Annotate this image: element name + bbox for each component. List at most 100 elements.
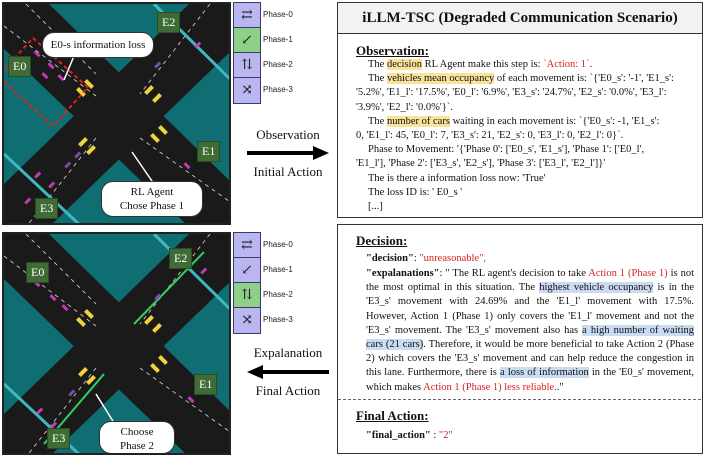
- box-title: iLLM-TSC (Degraded Communication Scenari…: [338, 3, 702, 34]
- explanation-label: Expalanation: [253, 345, 323, 360]
- final-action-sep: :: [430, 430, 439, 441]
- explanation-key: "expalanations": [366, 268, 440, 279]
- obs-line-5: The number of cars waiting in each movem…: [356, 115, 696, 129]
- observation-box: iLLM-TSC (Degraded Communication Scenari…: [337, 2, 703, 218]
- north-south-arrows-icon: ⇅: [241, 57, 253, 73]
- bottom-edge-label-e0: E0: [26, 262, 50, 283]
- phase-3-label: Phase-3: [263, 85, 293, 94]
- left-arrow-icon: [247, 365, 329, 379]
- expl-part-2: is not the most optimal in this situatio…: [366, 268, 695, 294]
- east-west-arrows-icon: ⇄: [241, 7, 253, 23]
- explanation-text: "expalanations": " The RL agent's decisi…: [366, 267, 694, 395]
- bottom-road-network: [4, 234, 229, 453]
- obs-action-value: `Action: 1`: [543, 59, 590, 70]
- info-loss-bubble: E0-s information loss: [42, 32, 154, 58]
- expl-action-1-red: Action 1 (Phase 1): [588, 268, 668, 279]
- obs-line-5-a: The: [368, 115, 387, 127]
- expl-part-5: in the 'E0_s' movement, which makes: [366, 367, 694, 393]
- expl-part-3: is in the 'E3_s' movement with 24.69% an…: [366, 282, 694, 336]
- phase-3-cell: ⤨: [234, 78, 260, 103]
- final-action-heading: Final Action:: [356, 408, 429, 423]
- info-loss-text: E0-s information loss: [50, 39, 146, 51]
- obs-line-1-c: RL Agent make this step is:: [421, 59, 544, 70]
- phase-0-label: Phase-0: [263, 10, 293, 19]
- rl-agent-bubble: RL Agent Chose Phase 1: [101, 181, 203, 217]
- final-action-line: "final_action" : "2": [366, 429, 666, 443]
- final-action-key: "final_action": [366, 430, 431, 441]
- observation-text: The decision RL Agent make this step is:…: [356, 58, 696, 214]
- final-action-value: "2": [438, 430, 453, 441]
- decision-key: "decision": [366, 253, 414, 264]
- rl-agent-text-line2: Chose Phase 1: [119, 199, 185, 212]
- decision-value: "unreasonable",: [419, 253, 486, 264]
- choose-phase-line2: Phase 2: [120, 439, 154, 452]
- bottom-edge-label-e2: E2: [169, 248, 193, 269]
- obs-line-7: Phase to Movement: '{'Phase 0': ['E0_s',…: [368, 144, 645, 156]
- obs-line-2: The vehicles mean occupancy of each move…: [356, 72, 696, 86]
- obs-line-9: The is there a information loss now: 'Tr…: [368, 172, 546, 184]
- phase-2-label: Phase-2: [263, 60, 293, 69]
- choose-phase-line1: Choose: [120, 426, 154, 438]
- phase-2-cell-bottom: ⇅: [234, 283, 260, 308]
- obs-line-8: 'E1_l'], 'Phase 2': ['E3_s', 'E2_s'], 'P…: [356, 158, 606, 170]
- phase-0-label-bottom: Phase-0: [263, 240, 293, 249]
- obs-occupancy-highlight: vehicles mean occupancy: [386, 73, 495, 85]
- top-edge-label-e2: E2: [157, 12, 181, 33]
- decision-box: Decision: "decision": "unreasonable", "e…: [337, 224, 703, 454]
- decision-line: "decision": "unreasonable",: [366, 253, 486, 264]
- expl-occupancy-highlight: highest vehicle occupancy: [539, 282, 654, 294]
- phase-2-label-bottom: Phase-2: [263, 290, 293, 299]
- rl-agent-text-line1: RL Agent: [130, 186, 174, 198]
- expl-loss-highlight: a loss of information: [500, 367, 589, 379]
- obs-decision-highlight: decision: [386, 59, 422, 70]
- obs-line-3: '5.2%', 'E1_l': '17.5%', 'E0_l': '6.9%',…: [356, 87, 667, 99]
- observation-heading: Observation:: [356, 43, 429, 58]
- obs-line-5-c: waiting in each movement is: `{'E0_s': -…: [449, 115, 660, 127]
- obs-cars-highlight: number of cars: [386, 115, 450, 127]
- north-south-arrows-icon: ⇅: [241, 287, 253, 303]
- left-turn-arrows-icon: ↙: [241, 262, 253, 278]
- choose-phase-bubble: Choose Phase 2: [99, 421, 175, 453]
- phase-1-label: Phase-1: [263, 35, 293, 44]
- top-edge-label-e0: E0: [8, 56, 32, 77]
- expl-end: .": [556, 381, 564, 393]
- top-intersection-scene: E2 E0 E1 E3 E0-s information loss RL Age…: [2, 2, 231, 225]
- right-arrow-icon: [247, 146, 329, 160]
- left-turn-arrows-icon: ↙: [241, 32, 253, 48]
- phase-legend-bottom: ⇄ ↙ ⇅ ⤨: [233, 232, 261, 334]
- phase-0-cell: ⇄: [234, 3, 260, 28]
- bottom-edge-label-e1: E1: [194, 374, 218, 395]
- top-edge-label-e3: E3: [35, 198, 59, 219]
- expl-part-1: : " The RL agent's decision to take: [439, 268, 589, 279]
- decision-heading: Decision:: [356, 233, 408, 248]
- obs-line-2-a: The: [368, 73, 387, 85]
- phase-3-label-bottom: Phase-3: [263, 315, 293, 324]
- obs-line-2-c: of each movement is: `{'E0_s': '-1', 'E1…: [494, 73, 674, 85]
- east-west-arrows-icon: ⇄: [241, 237, 253, 253]
- initial-action-label: Initial Action: [253, 164, 323, 179]
- final-action-label: Final Action: [255, 383, 321, 398]
- obs-line-1-e: .: [589, 59, 593, 70]
- expl-action-1-red-2: Action 1 (Phase 1) less reliable.: [423, 381, 557, 393]
- phase-2-cell: ⇅: [234, 53, 260, 78]
- phase-legend-top: ⇄ ↙ ⇅ ⤨: [233, 2, 261, 104]
- turn-arrows-icon: ⤨: [241, 83, 253, 98]
- phase-3-cell-bottom: ⤨: [234, 308, 260, 333]
- obs-line-1-a: The: [368, 59, 387, 70]
- obs-line-10: The loss ID is: ' E0_s ': [368, 186, 463, 198]
- obs-line-11: [...]: [368, 201, 383, 213]
- section-divider: [338, 399, 701, 400]
- top-edge-label-e1: E1: [197, 141, 221, 162]
- obs-line-6: 0, 'E1_l': 45, 'E0_l': 7, 'E3_s': 21, 'E…: [356, 130, 624, 142]
- phase-1-cell-bottom: ↙: [234, 258, 260, 283]
- bottom-intersection-scene: E2 E0 E1 E3 Choose Phase 2: [2, 232, 231, 455]
- obs-line-1: The decision RL Agent make this step is:…: [356, 58, 696, 72]
- obs-line-4: '3.9%', 'E2_l': '0.0%'}`.: [356, 101, 453, 113]
- bottom-edge-label-e3: E3: [47, 428, 71, 449]
- observation-label: Observation: [256, 127, 320, 142]
- top-road-network: [4, 4, 229, 223]
- phase-0-cell-bottom: ⇄: [234, 233, 260, 258]
- phase-1-label-bottom: Phase-1: [263, 265, 293, 274]
- phase-1-cell: ↙: [234, 28, 260, 53]
- turn-arrows-icon: ⤨: [241, 313, 253, 328]
